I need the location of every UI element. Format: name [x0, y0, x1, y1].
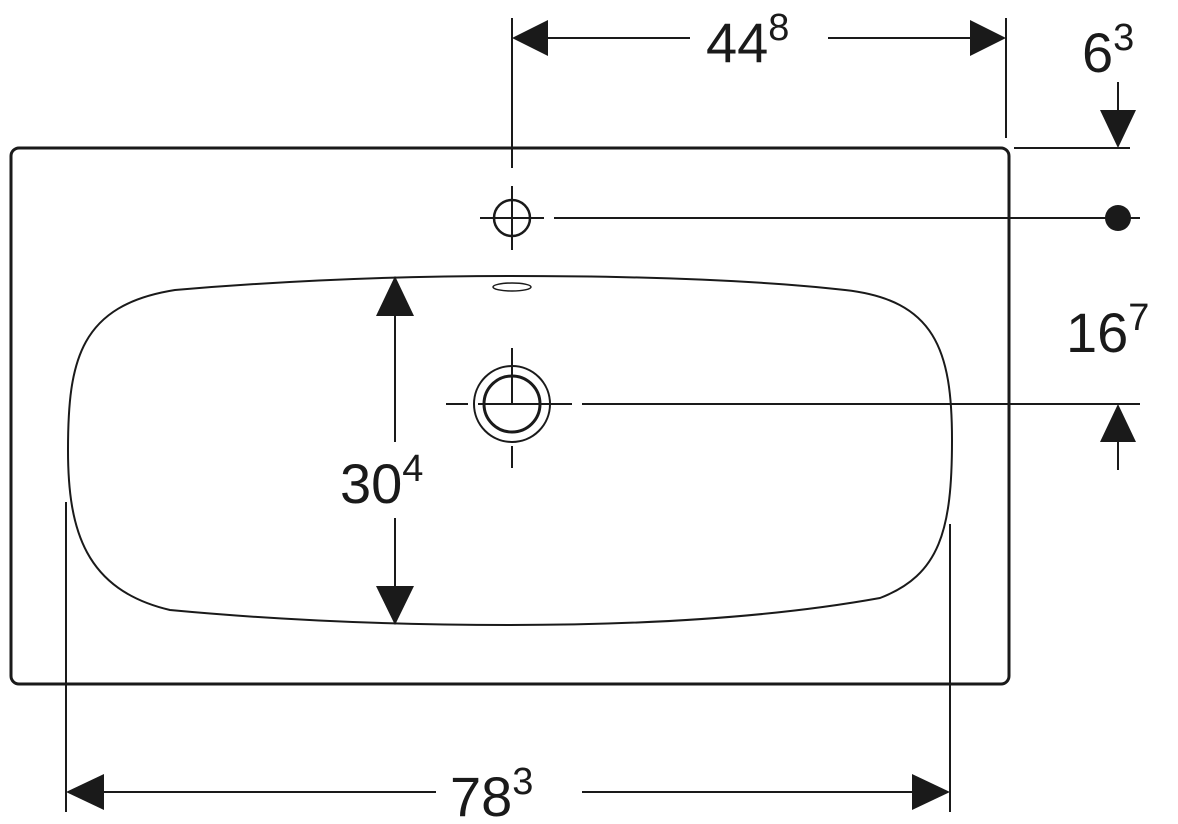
dimension-label-tap-offset: 448 [706, 7, 789, 74]
overflow-slot [492, 282, 532, 292]
dimension-tap-hole-offset: 448 [511, 7, 1007, 168]
dimension-hole-spacing: 167 [554, 205, 1149, 470]
bowl-outline [66, 274, 954, 627]
drain [446, 348, 572, 468]
dimension-top-margin: 63 [1014, 17, 1136, 149]
dimension-bowl-width: 783 [65, 502, 951, 824]
dimension-label-bowl-width: 783 [450, 761, 533, 824]
basin-outline [9, 146, 1011, 686]
dimension-label-hole-spacing: 167 [1066, 297, 1149, 364]
dimension-bowl-depth: 304 [340, 276, 423, 625]
dimension-label-top-margin: 63 [1082, 17, 1134, 84]
tap-hole [480, 186, 544, 250]
dimension-label-bowl-depth: 304 [340, 448, 423, 515]
